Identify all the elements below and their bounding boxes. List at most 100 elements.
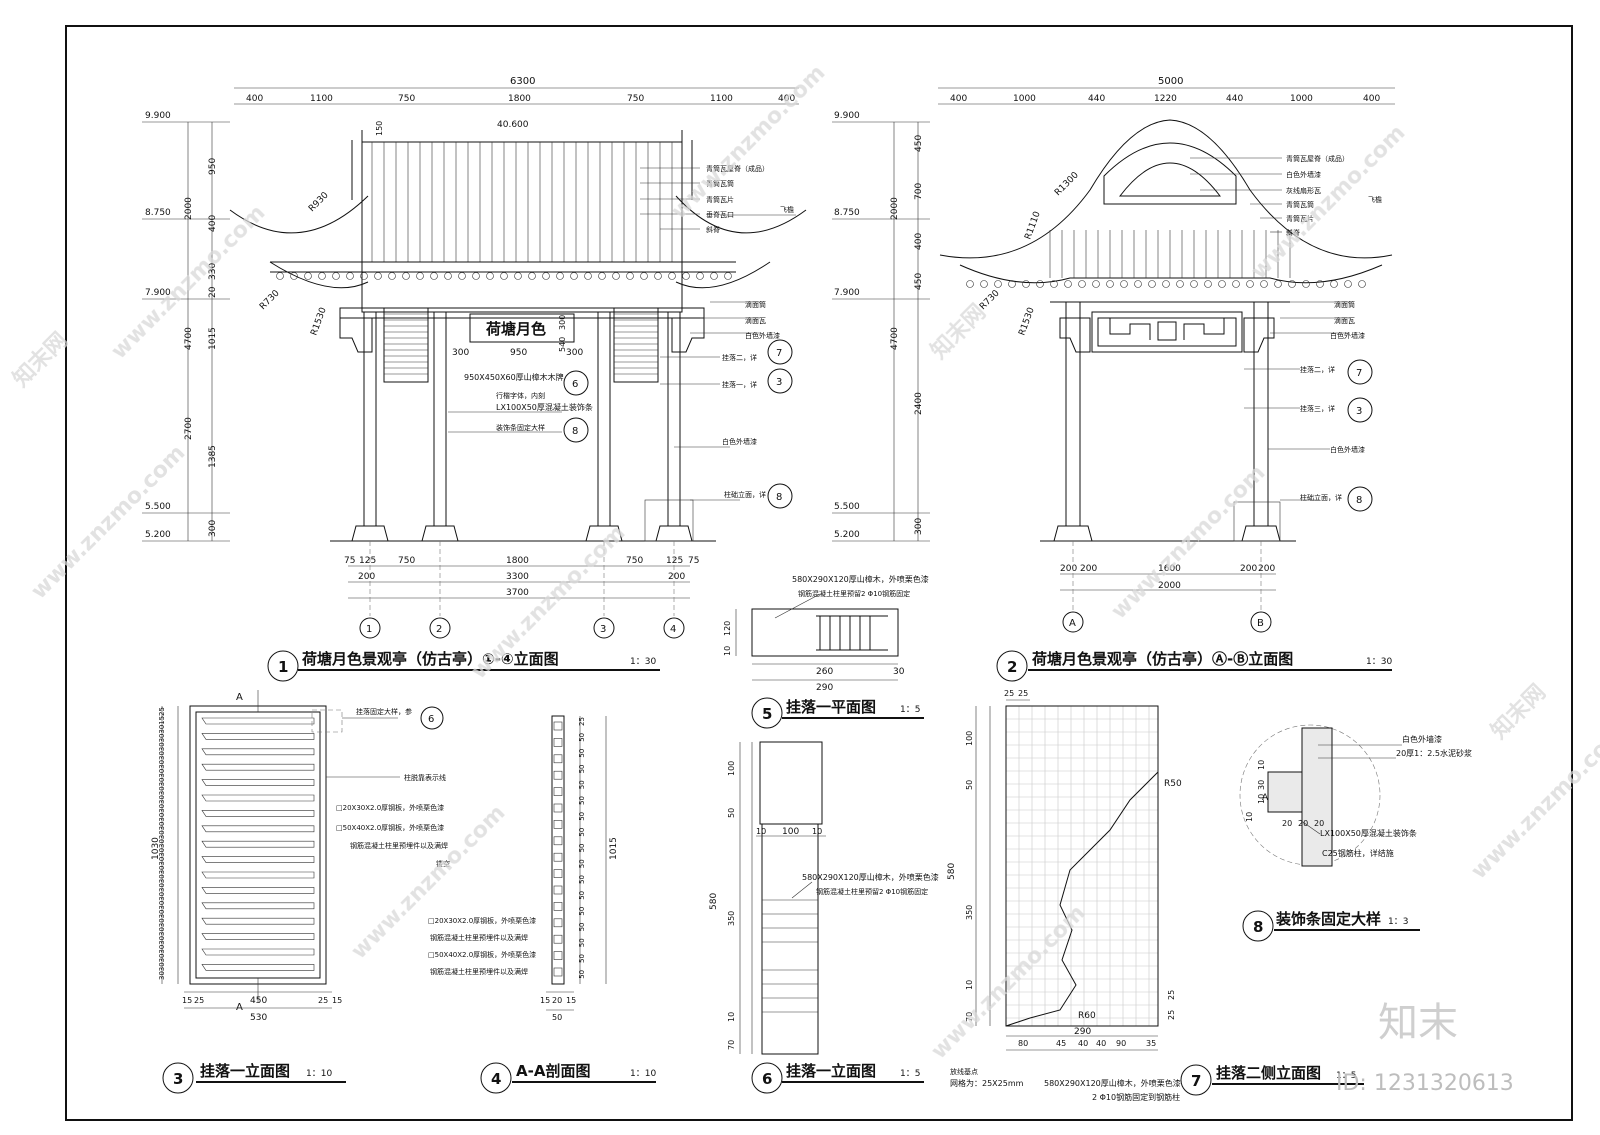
title-text: 挂落二侧立面图 — [1216, 1064, 1321, 1082]
elev2-label: 白色外墙漆 — [1286, 170, 1321, 179]
title-text: 挂落一平面图 — [786, 698, 876, 716]
elev1-bdim: 75 — [688, 556, 699, 566]
title-scale: 1：10 — [630, 1069, 656, 1079]
d3-left-dim: 30 — [158, 804, 166, 813]
eave-tile — [640, 272, 648, 280]
d8-label: LX100X50厚混凝土装饰条 — [1320, 828, 1417, 838]
d7-radius: R60 — [1078, 1011, 1096, 1021]
elev2-label: 青筒瓦筒 — [1286, 200, 1314, 209]
d4-right-dim: 50 — [578, 828, 586, 837]
slat-bar — [201, 825, 315, 833]
eave-tile — [374, 272, 382, 280]
d4-right-dim: 50 — [578, 938, 586, 947]
eave-tile — [430, 272, 438, 280]
bar-section — [553, 820, 563, 829]
elev1-vdim: 300 — [208, 520, 218, 537]
watermark-site: www.znzmo.com — [1467, 720, 1600, 884]
d3-left-dim: 30 — [158, 830, 166, 839]
elev1-top-dim: 750 — [627, 94, 644, 104]
bar-section — [553, 803, 563, 813]
elev2-vdim: 450 — [914, 135, 924, 152]
d4-note: 钢筋混凝土柱里预埋件以及满焊 — [430, 933, 528, 942]
d7-note: 网格为：25X25mm — [950, 1078, 1024, 1088]
elev1-vdim: 330 — [208, 263, 218, 280]
section-mark: A — [236, 692, 243, 703]
eave-tile — [1302, 280, 1310, 288]
elev2-label: 滴面筒 — [1334, 300, 1355, 309]
title-4: 4 A-A剖面图 1：10 — [480, 1062, 656, 1094]
eave-tile — [500, 272, 508, 280]
elev1-vdim: 20 — [208, 286, 218, 298]
d7-bdim: 80 — [1018, 1039, 1028, 1048]
d6-dim: 580 — [709, 893, 719, 910]
detail-3: A A 挂落固定大样，参 6 柱脱靠表示线 □20X30X2.0厚钢板，外喷栗色… — [151, 690, 450, 1094]
title-scale: 1：10 — [306, 1069, 332, 1079]
elev1-label: 挂落一，详 — [722, 380, 757, 389]
watermark-site: www.znzmo.com — [1247, 120, 1411, 284]
d3-left-dim: 30 — [158, 821, 166, 830]
level-label: 5.500 — [145, 502, 171, 512]
eave-tile — [388, 272, 396, 280]
detail-4: □20X30X2.0厚钢板，外喷栗色漆 钢筋混凝土柱里预埋件以及满焊 □50X4… — [428, 715, 656, 1094]
eave-tile — [514, 272, 522, 280]
d7-bdim: 35 — [1146, 1039, 1156, 1048]
eave-tile — [1106, 280, 1114, 288]
elev2-label: 挂落三，详 — [1300, 404, 1335, 413]
elev2-label: 柱础立面，详 — [1300, 493, 1342, 502]
eave-tile — [570, 272, 578, 280]
slat-bar — [201, 933, 315, 940]
d3-left-dim: 30 — [158, 848, 166, 857]
d7-bdim: 40 — [1096, 1039, 1106, 1048]
bar-section — [553, 967, 563, 977]
elev1-bdim: 200 — [668, 572, 685, 582]
eave-tile — [346, 272, 354, 280]
d3-left-dim: 30 — [158, 918, 166, 927]
detail-5: 580X290X120厚山樟木，外喷栗色漆 钢筋混凝土柱里预留2 Φ10钢筋固定… — [723, 574, 929, 729]
title-scale: 1：5 — [900, 705, 920, 715]
d7-ldim: 100 — [965, 731, 974, 746]
elev1-small-dim: 300 — [558, 315, 567, 330]
d7-tdim: 25 — [1004, 689, 1014, 698]
eave-tile — [1344, 280, 1352, 288]
d8-dim: 20 — [1298, 819, 1308, 828]
elev2-vdim: 700 — [914, 183, 924, 200]
slat-bar — [201, 779, 315, 786]
slat-bar — [201, 840, 315, 848]
slat-bar — [201, 856, 315, 863]
d4-height: 1015 — [609, 837, 619, 860]
elev1-ref: 7 — [776, 348, 782, 359]
slat-bar — [201, 871, 315, 879]
d6-dim: 350 — [727, 911, 736, 926]
eave-tile — [598, 272, 606, 280]
title-text: 装饰条固定大样 — [1275, 910, 1381, 928]
d7-ldim: 50 — [965, 780, 974, 790]
bar-section — [553, 836, 563, 846]
elev2-radius: R1300 — [1053, 170, 1081, 198]
eave-tile — [1134, 280, 1142, 288]
slat-bar — [201, 887, 315, 894]
eave-tile — [1050, 280, 1058, 288]
d5-dim: 260 — [816, 667, 833, 677]
elev1-radius: R1530 — [309, 306, 328, 337]
d3-left-dim: 30 — [158, 742, 166, 751]
elev2-total-dim: 5000 — [1158, 76, 1183, 87]
elev1-small-dim: 150 — [375, 121, 384, 136]
title-6: 6 挂落一立面图 1：5 — [751, 1062, 924, 1094]
d3-left-dim: 30 — [158, 751, 166, 760]
title-number: 8 — [1253, 918, 1263, 936]
elev1-bdim: 3300 — [506, 572, 529, 582]
d7-bdim: 290 — [1074, 1027, 1091, 1037]
d6-dim: 100 — [782, 827, 799, 837]
d4-right-dim: 50 — [578, 780, 586, 789]
bar-section — [553, 934, 563, 944]
title-7: 7 挂落二侧立面图 1：5 — [1180, 1064, 1364, 1096]
elev1-vdim: 950 — [208, 158, 218, 175]
eave-tile — [668, 272, 676, 280]
elev1-bdim: 3700 — [506, 588, 529, 598]
d3-left-dim: 30 — [158, 945, 166, 954]
d3-bdim: 25 — [318, 996, 328, 1005]
d5-dim: 120 — [723, 621, 732, 636]
d3-height: 1030 — [151, 837, 161, 860]
eave-tile — [332, 272, 340, 280]
